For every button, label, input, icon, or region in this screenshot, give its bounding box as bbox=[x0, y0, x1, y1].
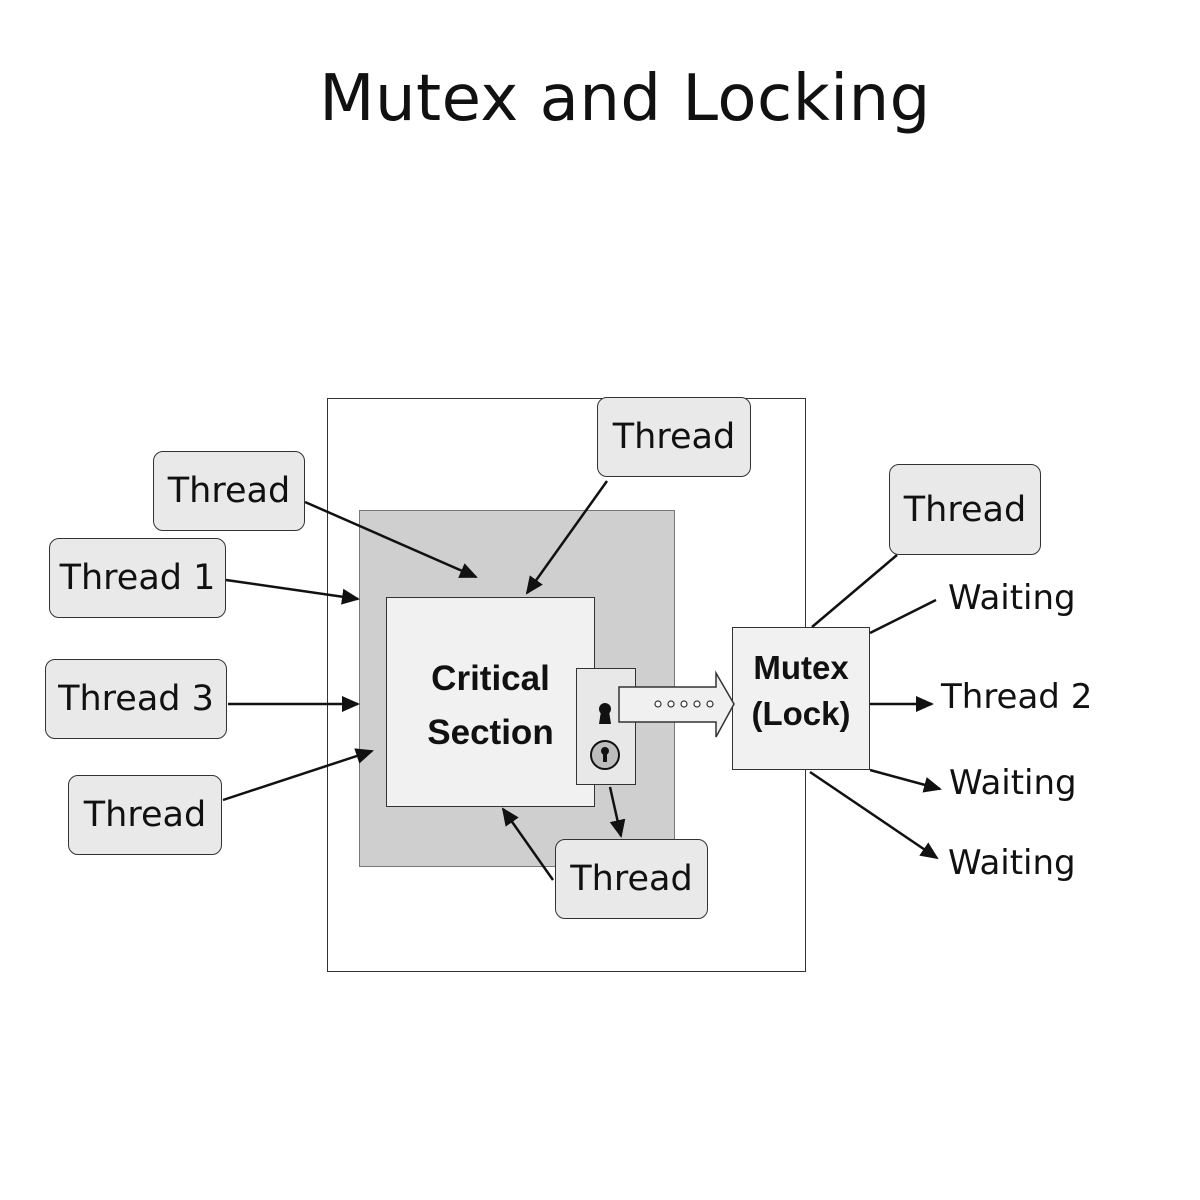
thread-box-bottom-left: Thread bbox=[68, 775, 222, 855]
waiting-label-bottom: Waiting bbox=[948, 843, 1076, 883]
mutex-line-1: Mutex bbox=[753, 649, 849, 686]
mutex-label: Mutex (Lock) bbox=[732, 645, 870, 737]
arrow-thread-1 bbox=[225, 578, 360, 605]
mutex-box bbox=[732, 627, 870, 770]
waiting-label-mid: Waiting bbox=[949, 763, 1077, 803]
mutex-line-2: (Lock) bbox=[751, 695, 851, 733]
thread-box-3: Thread 3 bbox=[45, 659, 227, 739]
link-waiting-top bbox=[869, 598, 937, 635]
arrow-lock-to-thread bbox=[608, 786, 626, 838]
thread-box-right-top: Thread bbox=[889, 464, 1041, 555]
thread-box-bottom-center: Thread bbox=[555, 839, 708, 919]
critical-section-label: Critical Section bbox=[386, 652, 595, 761]
thread-box-1: Thread 1 bbox=[49, 538, 226, 618]
thread-2-label: Thread 2 bbox=[941, 677, 1093, 717]
arrow-thread-top-center bbox=[525, 480, 609, 595]
arrow-thread-bottom-left bbox=[222, 748, 374, 802]
arrow-waiting-bottom bbox=[809, 770, 939, 860]
padlock-icon bbox=[590, 740, 620, 770]
link-thread-right-top bbox=[811, 554, 898, 628]
waiting-label-top: Waiting bbox=[948, 578, 1076, 618]
thread-box-top-left: Thread bbox=[153, 451, 305, 531]
arrow-waiting-mid bbox=[869, 768, 942, 793]
keyhole-icon bbox=[599, 703, 611, 724]
hollow-arrow-lock-to-mutex bbox=[618, 670, 735, 738]
arrow-thread-bottom-center bbox=[501, 807, 555, 881]
critical-section-box bbox=[386, 597, 595, 807]
page-title: Mutex and Locking bbox=[319, 62, 931, 136]
flow-dots bbox=[654, 700, 714, 708]
critical-section-line-1: Critical bbox=[431, 659, 550, 698]
arrow-thread-top-left bbox=[304, 500, 478, 579]
thread-box-top-center: Thread bbox=[597, 397, 751, 477]
critical-section-line-2: Section bbox=[427, 713, 554, 753]
